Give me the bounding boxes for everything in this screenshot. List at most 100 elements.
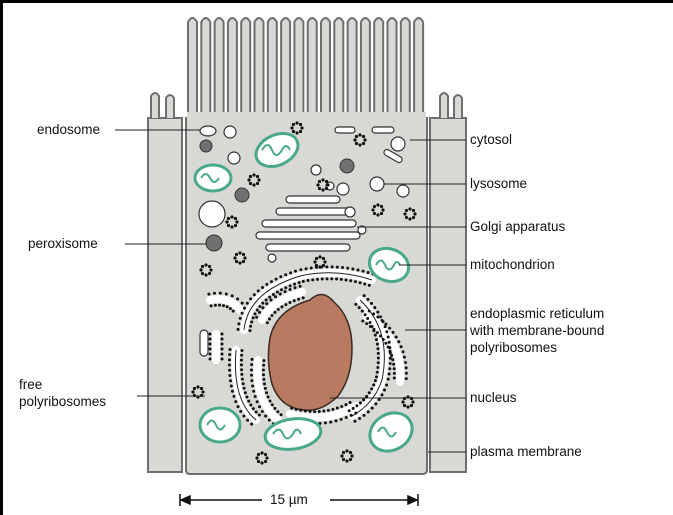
ribosome <box>258 413 261 416</box>
ribosome <box>210 304 213 307</box>
free-ribosome <box>405 209 408 212</box>
microvillus <box>228 18 237 118</box>
ribosome <box>256 400 259 403</box>
ribosome <box>345 416 348 419</box>
free-ribosome <box>235 260 238 263</box>
ribosome <box>280 413 283 416</box>
label-lysosome: lysosome <box>470 176 527 192</box>
ribosome <box>368 284 371 287</box>
ribosome <box>392 331 395 334</box>
label-nucleus: nucleus <box>470 390 517 406</box>
ribosome <box>250 320 253 323</box>
free-ribosome <box>318 255 321 258</box>
vesicle <box>391 137 405 151</box>
free-ribosome <box>225 220 228 223</box>
ribosome <box>234 400 237 403</box>
free-ribosome <box>313 260 316 263</box>
ribosome <box>218 304 221 307</box>
ribosome <box>376 366 379 369</box>
ribosome <box>353 420 356 423</box>
free-ribosome <box>410 404 413 407</box>
ribosome <box>279 275 282 278</box>
ribosome <box>284 273 287 276</box>
ribosome <box>228 374 231 377</box>
ribosome <box>262 359 265 362</box>
ribosome <box>345 278 348 281</box>
ribosome <box>289 284 292 287</box>
label-endosome: endosome <box>37 122 100 138</box>
ribosome <box>258 311 261 314</box>
neighbor-microvillus <box>440 93 448 118</box>
ribosome <box>367 410 370 413</box>
ribosome <box>340 418 343 421</box>
ribosome <box>379 334 382 337</box>
label-peroxisome: peroxisome <box>28 236 98 252</box>
ribosome <box>255 410 258 413</box>
ribosome <box>361 320 364 323</box>
vesicle <box>200 330 208 356</box>
ribosome <box>376 371 379 374</box>
ribosome <box>385 383 388 386</box>
ribosome <box>376 343 379 346</box>
ribosome <box>295 408 298 411</box>
ribosome <box>219 292 222 295</box>
ribosome <box>288 301 291 304</box>
ribosome <box>253 293 256 296</box>
ribosome <box>228 358 231 361</box>
ribosome <box>289 271 292 274</box>
ribosome <box>405 366 408 369</box>
free-ribosome <box>260 451 263 454</box>
ribosome <box>387 335 390 338</box>
ribosome <box>279 292 282 295</box>
free-ribosome <box>252 183 255 186</box>
ribosome <box>221 358 224 361</box>
ribosome <box>243 307 246 310</box>
free-ribosome <box>373 212 376 215</box>
ribosome <box>221 333 224 336</box>
ribosome <box>241 378 244 381</box>
ribosome <box>372 312 375 315</box>
ribosome <box>335 278 338 281</box>
ribosome <box>361 310 364 313</box>
ribosome <box>251 358 254 361</box>
free-ribosome <box>380 205 383 208</box>
ribosome <box>273 311 276 314</box>
ribosome <box>331 265 334 268</box>
microvilli <box>187 18 426 124</box>
ribosome <box>256 309 259 312</box>
ribosome <box>221 343 224 346</box>
ribosome <box>268 296 271 299</box>
ribosome <box>253 312 256 315</box>
free-ribosome <box>376 213 379 216</box>
ribosome <box>385 330 388 333</box>
free-ribosome <box>238 261 241 264</box>
ribosome <box>221 338 224 341</box>
ribosome <box>393 376 396 379</box>
golgi-cisterna <box>266 244 350 251</box>
ribosome <box>270 298 273 301</box>
ribosome <box>369 325 372 328</box>
free-ribosome <box>242 260 245 263</box>
microvillus <box>255 18 264 118</box>
ribosome <box>405 377 408 380</box>
mitochondrion <box>200 408 240 442</box>
golgi-cisterna <box>256 232 360 239</box>
free-ribosome <box>200 387 203 390</box>
ribosome <box>246 302 249 305</box>
ribosome <box>374 379 377 382</box>
peroxisome <box>235 188 249 202</box>
free-ribosome <box>257 178 260 181</box>
ribosome <box>249 403 252 406</box>
ribosome <box>377 361 380 364</box>
ribosome <box>249 325 252 328</box>
ribosome <box>393 367 396 370</box>
ribosome <box>262 378 265 381</box>
ribosome <box>388 367 391 370</box>
free-ribosome <box>380 212 383 215</box>
microvillus <box>201 18 210 118</box>
ribosome <box>209 353 212 356</box>
ribosome <box>261 306 264 309</box>
ribosome <box>354 280 357 283</box>
ribosome <box>271 403 274 406</box>
